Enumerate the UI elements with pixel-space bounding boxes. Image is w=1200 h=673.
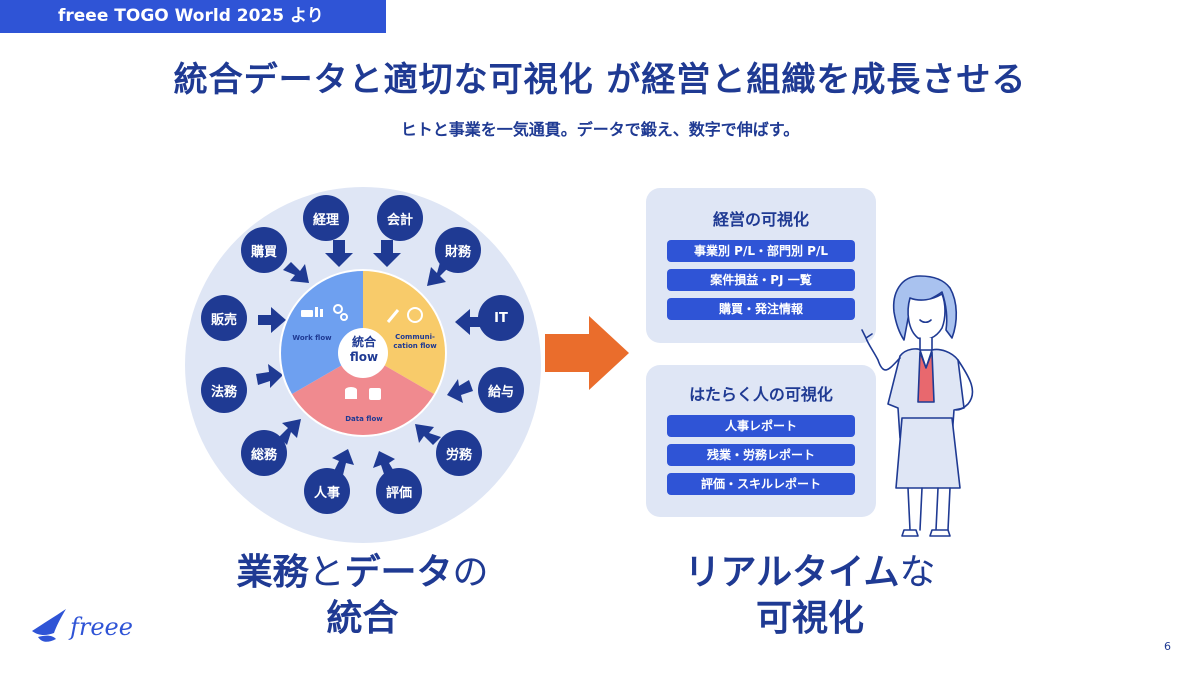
left-caption-part2: と <box>308 552 345 593</box>
node-accounting-keiri: 経理 <box>303 195 349 241</box>
people-panel-title: はたらく人の可視化 <box>689 385 833 404</box>
integration-diagram: 経理 会計 財務 IT 給与 労務 評価 人事 総務 法務 販売 購買 Work… <box>183 185 543 545</box>
node-general-affairs: 総務 <box>241 430 287 476</box>
node-hr: 人事 <box>304 468 350 514</box>
node-arrows <box>256 240 483 477</box>
node-purchasing: 購買 <box>241 227 287 273</box>
management-item-purchasing: 購買・発注情報 <box>667 298 855 320</box>
node-evaluation: 評価 <box>376 468 422 514</box>
communication-flow-label: Communi- cation flow <box>389 333 441 351</box>
data-flow-segment <box>292 353 434 435</box>
people-item-hr-report: 人事レポート <box>667 415 855 437</box>
integration-diagram-graphic <box>185 187 541 543</box>
left-caption-part3: データ <box>344 552 453 593</box>
center-label-line1: 統合 <box>351 335 376 349</box>
left-caption: 業務とデータの 統合 <box>185 550 540 642</box>
right-caption-part2: な <box>899 552 936 593</box>
event-tag: freee TOGO World 2025 より <box>0 0 386 33</box>
left-caption-part4: の <box>452 552 489 593</box>
management-item-pl: 事業別 P/L・部門別 P/L <box>667 240 855 262</box>
center-circle <box>338 328 388 378</box>
people-item-skill-report: 評価・スキルレポート <box>667 473 855 495</box>
presenter-illustration <box>861 275 974 537</box>
logo-text: freee <box>68 613 133 641</box>
right-caption-part1: リアルタイム <box>684 552 900 593</box>
left-caption-part1: 業務 <box>236 552 309 593</box>
management-visualization-panel: 経営の可視化 事業別 P/L・部門別 P/L 案件損益・PJ 一覧 購買・発注情… <box>646 188 876 343</box>
data-flow-label: Data flow <box>345 415 383 423</box>
data-flow-icons <box>345 387 381 400</box>
communication-flow-label-line1: Communi- <box>395 333 435 341</box>
node-payroll: 給与 <box>478 367 524 413</box>
right-arrow-icon <box>545 316 629 390</box>
communication-flow-icons <box>386 307 423 323</box>
page-subtitle: ヒトと事業を一気通貫。データで鍛え、数字で伸ばす。 <box>400 120 800 139</box>
node-accounting-kaikei: 会計 <box>377 195 423 241</box>
center-label-line2: flow <box>349 350 379 364</box>
center-label: 統合 flow <box>338 335 390 365</box>
page-number: 6 <box>1164 640 1171 653</box>
management-panel-title: 経営の可視化 <box>712 210 809 229</box>
management-item-project: 案件損益・PJ 一覧 <box>667 269 855 291</box>
node-it: IT <box>478 295 524 341</box>
people-item-overtime-report: 残業・労務レポート <box>667 444 855 466</box>
freee-logo: freee <box>32 609 133 642</box>
node-finance: 財務 <box>435 227 481 273</box>
node-legal: 法務 <box>201 367 247 413</box>
bird-icon <box>32 609 66 635</box>
page-title: 統合データと適切な可視化 が経営と組織を成長させる <box>173 60 1027 100</box>
work-flow-icons <box>301 304 348 321</box>
right-caption: リアルタイムな 可視化 <box>630 550 990 642</box>
right-caption-line2: 可視化 <box>755 598 864 639</box>
people-visualization-panel: はたらく人の可視化 人事レポート 残業・労務レポート 評価・スキルレポート <box>646 365 876 517</box>
communication-flow-label-line2: cation flow <box>393 342 437 350</box>
node-labor: 労務 <box>436 430 482 476</box>
left-caption-line2: 統合 <box>326 598 399 639</box>
work-flow-label: Work flow <box>292 334 332 342</box>
node-sales: 販売 <box>201 295 247 341</box>
